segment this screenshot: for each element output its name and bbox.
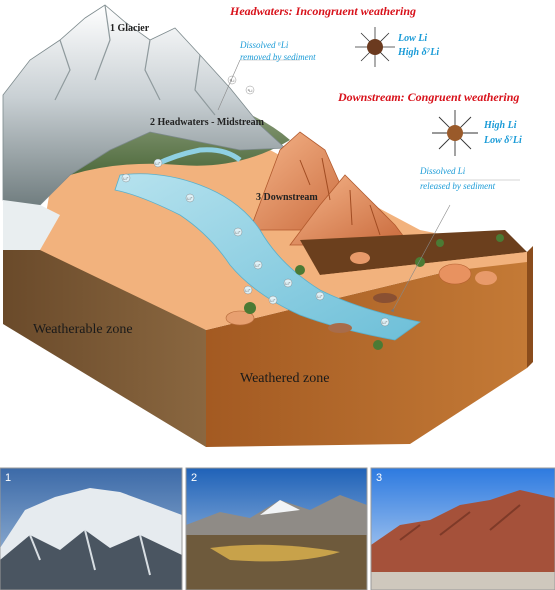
station-downstream: 3 Downstream (256, 192, 318, 203)
particle-label: Li⁺ (155, 161, 160, 166)
downstream-li-level: High Li (483, 120, 517, 131)
downstream-mineral-icon (432, 110, 478, 156)
weathered-zone-label: Weathered zone (240, 371, 329, 386)
boulder (225, 310, 255, 326)
boulder (350, 252, 370, 264)
particle-label: Li⁺ (317, 294, 322, 299)
river (114, 173, 421, 341)
headwaters-li-level: Low Li (397, 33, 427, 44)
li-particles: Li⁺ Li⁺ Li⁺ Li⁺ Li⁺ Li⁺ Li⁺ Li⁺ Li⁺ Li⁺ … (121, 75, 390, 327)
glacier-mountains (2, 4, 286, 211)
photo-3: 3 (370, 467, 555, 590)
weathered-zone-face (206, 252, 527, 447)
mountain-ridges (54, 4, 216, 116)
small-particle-label: ⁶Li (230, 78, 235, 83)
particle-label: Li⁺ (235, 230, 240, 235)
headwaters-mineral-icon (355, 27, 395, 67)
boulder (438, 263, 472, 285)
shrub (244, 302, 256, 314)
snowfield (3, 200, 60, 250)
river-upper-channel (153, 147, 242, 168)
boulder (475, 271, 497, 285)
particle-label: Li⁺ (255, 263, 260, 268)
particle-label: Li⁺ (382, 320, 387, 325)
shrub (436, 239, 444, 247)
shrub (496, 234, 504, 242)
shrub (295, 265, 305, 275)
station-headwaters-midstream: 2 Headwaters - Midstream (150, 117, 265, 128)
particle-label: Li⁺ (270, 298, 275, 303)
photo-2-number: 2 (191, 472, 197, 484)
block-side-edge (527, 246, 533, 368)
particle-label: Li⁺ (245, 288, 250, 293)
headwaters-leader-line (217, 59, 241, 111)
downstream-leader-line (390, 204, 451, 313)
photo-2: 2 (185, 467, 368, 590)
shrub (415, 257, 425, 267)
boulder (328, 323, 352, 333)
terrace-soil (300, 230, 527, 275)
particle-label: Li⁺ (285, 281, 290, 286)
photo-1: 1 (0, 467, 183, 590)
headwaters-note-line1: Dissolved ⁶Li (239, 40, 289, 50)
photo-1-number: 1 (5, 472, 11, 484)
downstream-delta: Low δ⁷Li (483, 135, 522, 146)
particle-label: Li⁺ (187, 196, 192, 201)
terrace-lip (320, 252, 527, 285)
headwaters-delta: High δ⁷Li (397, 47, 439, 58)
downstream-title: Downstream: Congruent weathering (337, 90, 519, 104)
weatherable-zone-label: Weatherable zone (33, 322, 133, 337)
headwaters-title: Headwaters: Incongruent weathering (229, 4, 416, 18)
station-glacier: 1 Glacier (110, 23, 150, 34)
photo-3-number: 3 (376, 472, 382, 484)
weatherable-zone-face (3, 195, 206, 447)
downstream-note-line2: released by sediment (420, 181, 496, 191)
shrub (373, 340, 383, 350)
boulder (373, 293, 397, 303)
rock-striations (299, 157, 381, 236)
headwaters-note-line2: removed by sediment (240, 52, 316, 62)
small-particle-label: ⁶Li (248, 88, 253, 93)
downstream-note-line1: Dissolved Li (419, 166, 466, 176)
particle-label: Li⁺ (123, 176, 128, 181)
